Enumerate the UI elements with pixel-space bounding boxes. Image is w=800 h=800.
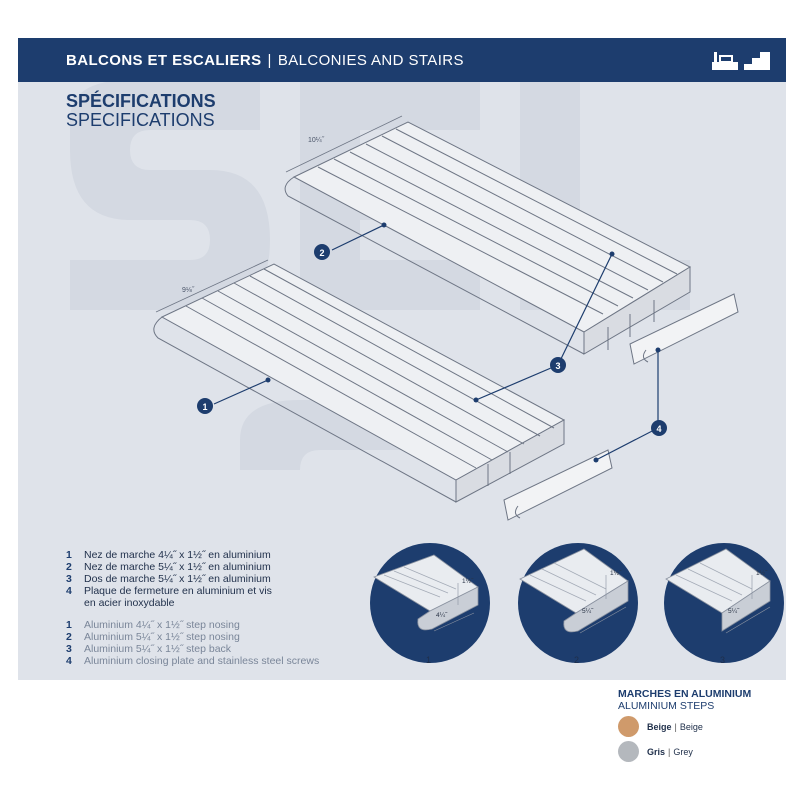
- upper-closing-plate: [629, 293, 739, 365]
- header-title-fr: BALCONS ET ESCALIERS: [66, 51, 262, 69]
- specifications-title-fr: SPÉCIFICATIONS: [66, 91, 216, 111]
- profile-3-width: 5¼˝: [728, 607, 740, 615]
- beige-swatch: [618, 716, 639, 737]
- callout-dots: [265, 222, 661, 463]
- profile-circle-3: 1½˝ 5¼˝: [664, 543, 784, 663]
- header-separator: |: [267, 51, 272, 69]
- callout-1: 1: [197, 398, 213, 414]
- profile-1-height: 1½˝: [462, 577, 474, 585]
- svg-text:1: 1: [202, 402, 207, 412]
- profile-3-height: 1½˝: [756, 569, 768, 577]
- dimension-lines: [155, 115, 403, 313]
- profile-circle-1: 1½˝ 4¼˝: [370, 543, 490, 663]
- lower-step-nosing: [153, 263, 566, 503]
- dim-top-label: 10¼˝: [308, 136, 325, 144]
- profile-label-3: 3: [720, 655, 726, 665]
- specifications-title: SPÉCIFICATIONS SPECIFICATIONS: [66, 92, 216, 130]
- step-assembly-diagram: 10¼˝ 9⅛˝ 1 2 3 4: [153, 115, 739, 521]
- profile-circle-2: 1½˝ 5¼˝: [518, 543, 638, 663]
- grey-swatch: [618, 741, 639, 762]
- svg-text:3: 3: [555, 361, 560, 371]
- profile-2-height: 1½˝: [610, 569, 622, 577]
- callout-lines: [213, 224, 659, 461]
- steps-title-fr: MARCHES EN ALUMINIUM: [618, 688, 752, 700]
- profile-circles: 1½˝ 4¼˝ 1½˝ 5¼˝ 1½˝ 5¼˝ 1 2 3: [360, 535, 790, 680]
- page-header: BALCONS ET ESCALIERS | BALCONIES AND STAIR…: [18, 38, 786, 82]
- list-item: en acier inoxydable: [84, 597, 175, 609]
- header-title: BALCONS ET ESCALIERS | BALCONIES AND STAIR…: [66, 52, 464, 69]
- upper-step-nosing: [284, 121, 692, 355]
- header-icons: [710, 44, 774, 81]
- specifications-title-en: SPECIFICATIONS: [66, 109, 215, 130]
- profile-label-2: 2: [574, 655, 580, 665]
- aluminium-steps-title: MARCHES EN ALUMINIUM ALUMINIUM STEPS: [618, 688, 751, 712]
- profile-2-width: 5¼˝: [582, 607, 594, 615]
- balcony-icon: [712, 52, 738, 70]
- lower-closing-plate: [503, 449, 613, 521]
- callout-2: 2: [314, 244, 330, 260]
- color-option-grey: Gris|Grey: [618, 741, 693, 762]
- profile-label-1: 1: [426, 655, 432, 665]
- stairs-icon: [744, 52, 770, 70]
- callout-3: 3: [550, 357, 566, 373]
- color-option-beige: Beige|Beige: [618, 716, 703, 737]
- steps-title-en: ALUMINIUM STEPS: [618, 700, 715, 712]
- dim-bottom-label: 9⅛˝: [182, 286, 195, 294]
- header-title-en: BALCONIES AND STAIRS: [277, 51, 464, 69]
- profile-1-width: 4¼˝: [436, 611, 448, 619]
- svg-text:4: 4: [656, 424, 661, 434]
- callout-4: 4: [651, 420, 667, 436]
- svg-text:2: 2: [319, 248, 324, 258]
